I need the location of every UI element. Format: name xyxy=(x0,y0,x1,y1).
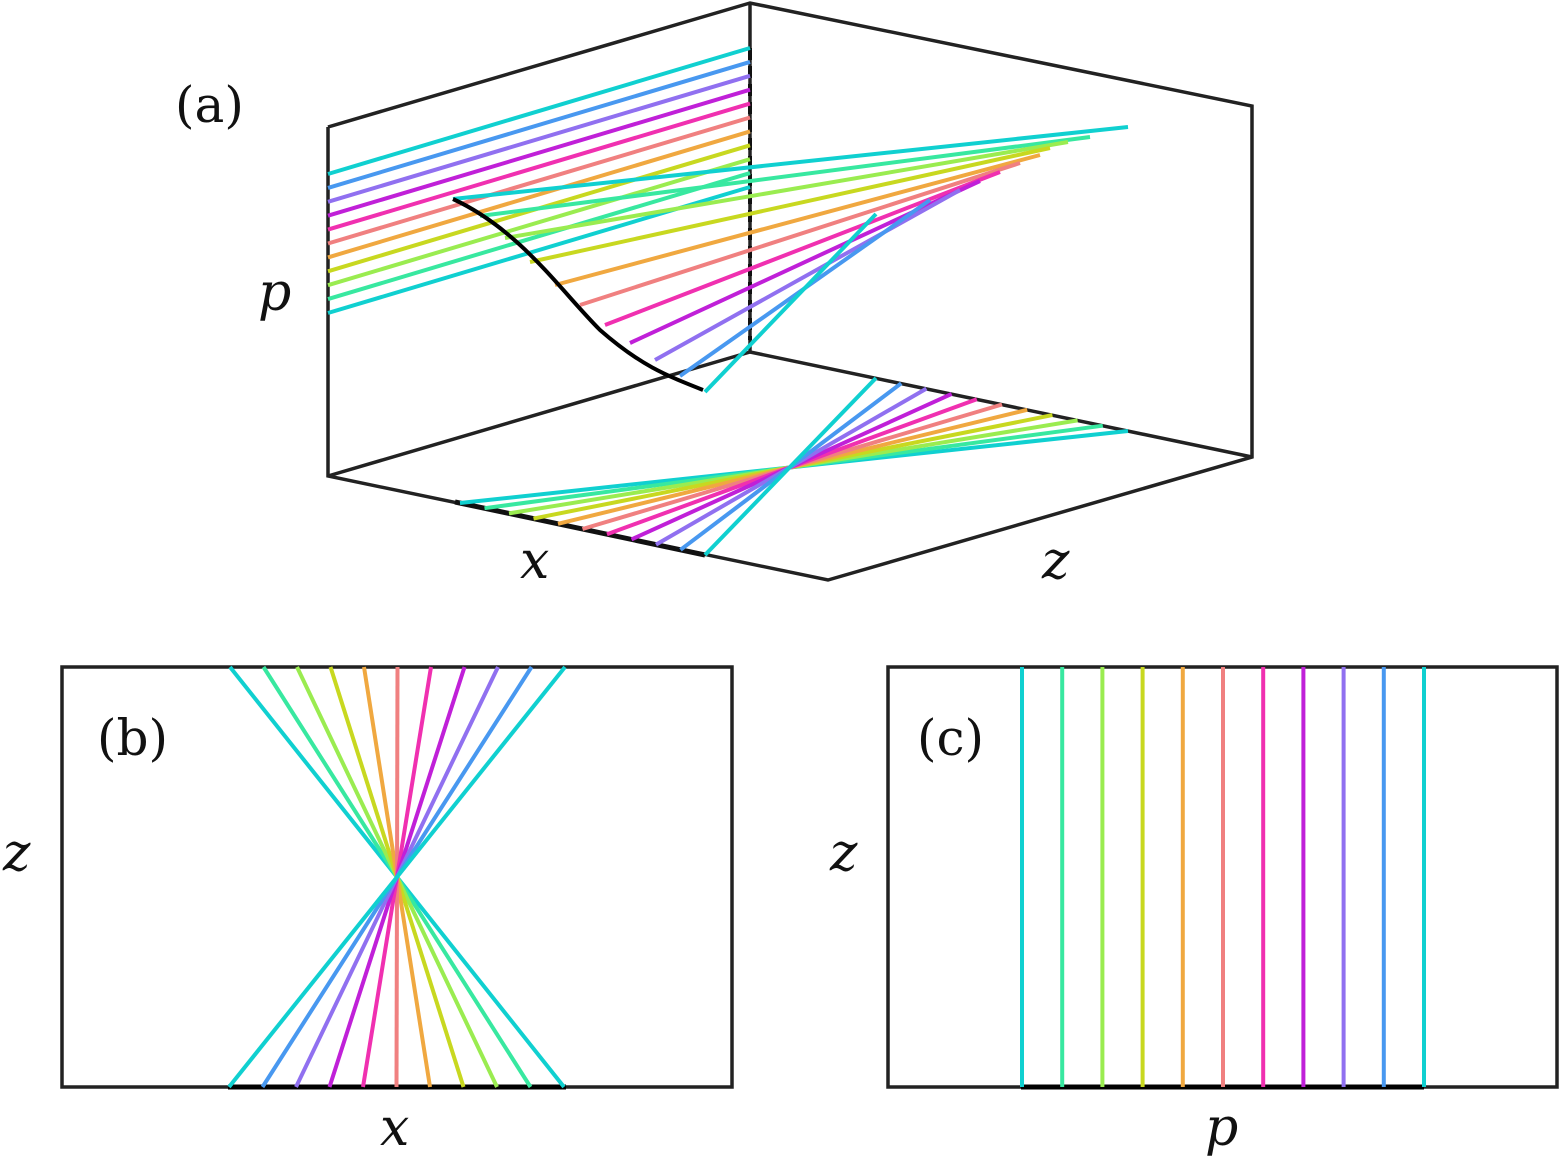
panel-a-x-axis-label: x xyxy=(520,531,549,591)
panel-a-phase-ray xyxy=(654,188,961,362)
panel-a-p-axis-label: p xyxy=(258,263,291,323)
panel-a-frame xyxy=(326,1,1254,582)
panel-a-phase-ray xyxy=(529,146,1051,264)
panel-a-wall-ray xyxy=(327,46,751,176)
panel-a-wall-ray xyxy=(327,59,751,190)
panel-a-phase-ray xyxy=(554,153,1041,287)
panel-a-wall-ray xyxy=(327,87,751,218)
panel-a-phase-ray xyxy=(452,125,1129,201)
panel-c: (c) z p xyxy=(829,665,1559,1158)
panel-a-phase-space-rays xyxy=(452,125,1129,394)
panel-a-p-wall-rays xyxy=(327,46,751,315)
panel-a-phase-ray xyxy=(604,170,1001,327)
panel-a-phase-ray xyxy=(579,161,1021,307)
panel-a-phase-ray xyxy=(479,135,1091,218)
panel-c-rays xyxy=(1020,667,1426,1087)
panel-b-rays xyxy=(227,665,567,1089)
panel-a-floor-rays xyxy=(459,376,1129,557)
panel-b-ray xyxy=(227,665,567,1089)
panel-a-wall-ray xyxy=(327,171,751,302)
panel-b: (b) z x xyxy=(2,665,734,1158)
panel-b-xlabel: x xyxy=(380,1098,409,1158)
panel-a: (a) p x z xyxy=(175,1,1254,591)
panel-a-phase-ray xyxy=(504,140,1069,240)
panel-a-z-axis-label: z xyxy=(1041,531,1070,591)
wigner-trajectory-curve xyxy=(452,197,704,392)
panel-a-label: (a) xyxy=(175,76,244,134)
panel-b-ylabel: z xyxy=(2,823,31,883)
panel-a-floor-ray xyxy=(703,376,878,557)
panel-a-phase-ray xyxy=(703,212,878,394)
panel-c-xlabel: p xyxy=(1205,1098,1238,1158)
panel-c-ylabel: z xyxy=(829,823,858,883)
panel-a-wall-ray xyxy=(327,101,751,232)
x-projection-baseline xyxy=(454,499,706,558)
panel-a-wall-ray xyxy=(327,157,751,288)
panel-a-wall-ray xyxy=(327,115,751,246)
panel-b-label: (b) xyxy=(97,709,168,767)
panel-a-wall-ray xyxy=(327,73,751,204)
panel-a-wall-ray xyxy=(327,129,751,260)
panel-c-label: (c) xyxy=(917,709,984,767)
